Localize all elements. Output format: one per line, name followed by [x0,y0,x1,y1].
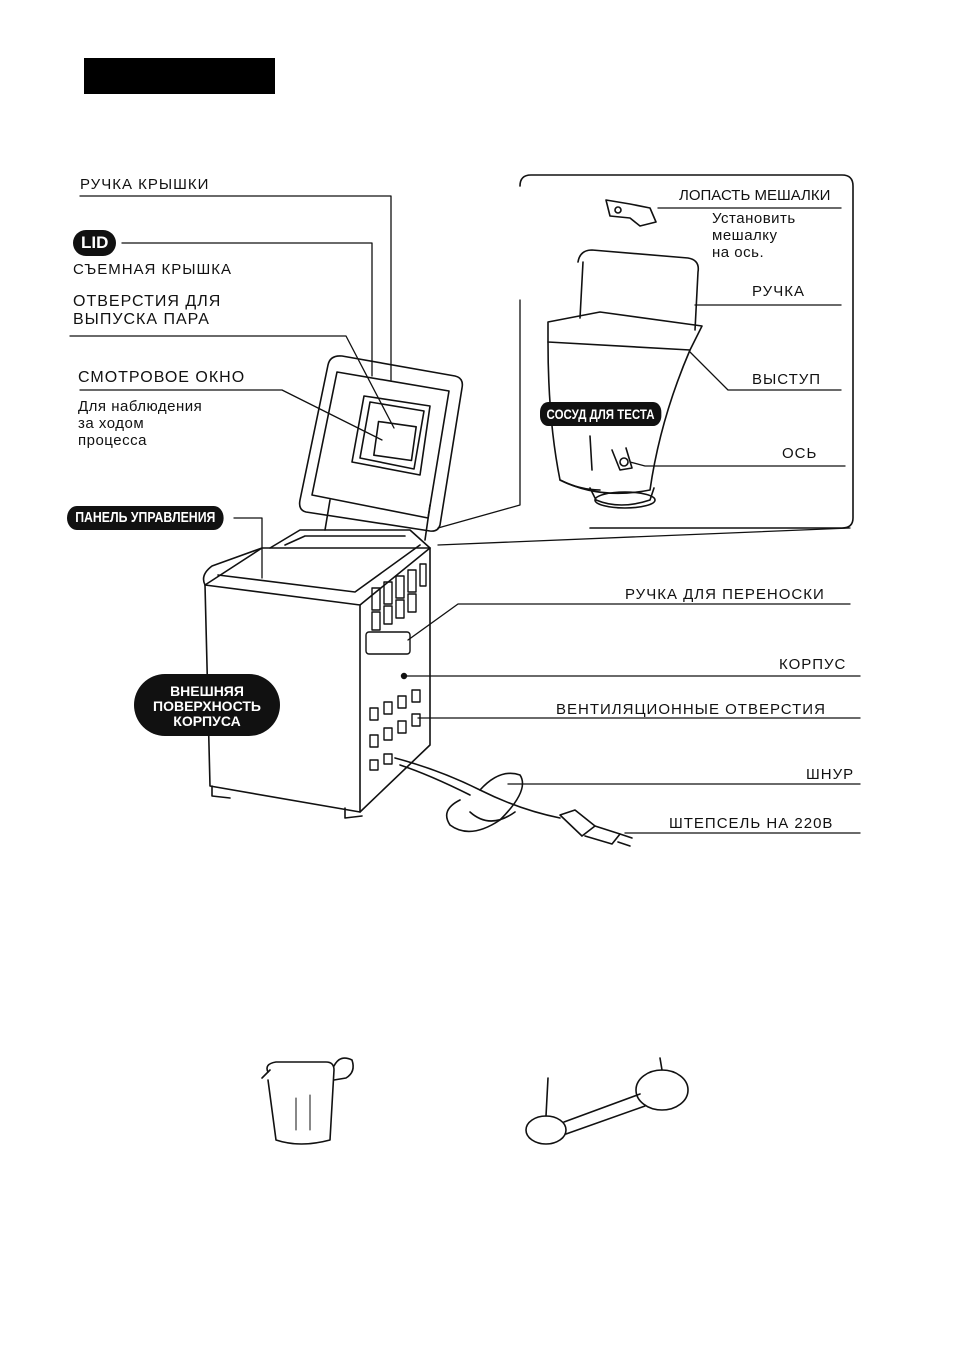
kneading-blade-note-3: на ось. [712,244,765,261]
kneading-blade-note-2: мешалку [712,227,778,244]
carry-handle-label: РУЧКА ДЛЯ ПЕРЕНОСКИ [625,586,825,603]
view-window-note-2: за ходом [78,415,145,432]
kneading-blade-note-1: Установить [712,210,796,227]
measuring-cup-icon [261,1057,354,1145]
body-label: КОРПУС [779,656,847,673]
measuring-spoon-icon [525,1057,689,1145]
cord-label: ШНУР [806,766,855,783]
pan-handle-label: РУЧКА [752,283,805,300]
lid-handle-label: РУЧКА КРЫШКИ [80,176,210,193]
removable-lid-label: СЪЕМНАЯ КРЫШКА [73,261,233,278]
view-window-label: СМОТРОВОЕ ОКНО [78,369,246,386]
outer-surface-line3: КОРПУСА [173,713,241,729]
header-bar [84,58,275,94]
kneading-blade-icon [605,199,657,227]
plug-label: ШТЕПСЕЛЬ НА 220В [669,815,834,832]
view-window-note-3: процесса [78,432,147,449]
outer-surface-line1: ВНЕШНЯЯ [170,683,244,699]
protrusion-label: ВЫСТУП [752,371,822,388]
steam-vents-label-line1: ОТВЕРСТИЯ ДЛЯ [73,293,222,310]
open-lid [298,355,464,541]
power-cord [394,757,633,847]
view-window-note-1: Для наблюдения [78,398,203,415]
kneading-blade-label: ЛОПАСТЬ МЕШАЛКИ [679,187,831,204]
dough-pan-badge: СОСУД ДЛЯ ТЕСТА [540,402,662,426]
machine-body [202,529,431,819]
vents-label: ВЕНТИЛЯЦИОННЫЕ ОТВЕРСТИЯ [556,701,826,718]
shaft-label: ОСЬ [782,445,818,462]
outer-surface-line2: ПОВЕРХНОСТЬ [153,698,261,714]
lid-badge: LID [73,230,117,256]
control-panel-badge: ПАНЕЛЬ УПРАВЛЕНИЯ [67,506,224,530]
inset-frame [519,174,854,529]
bread-pan [547,249,703,509]
steam-vents-label-line2: ВЫПУСКА ПАРА [73,311,210,328]
leader-lines [69,195,861,834]
outer-surface-badge: ВНЕШНЯЯ ПОВЕРХНОСТЬ КОРПУСА [134,674,280,736]
